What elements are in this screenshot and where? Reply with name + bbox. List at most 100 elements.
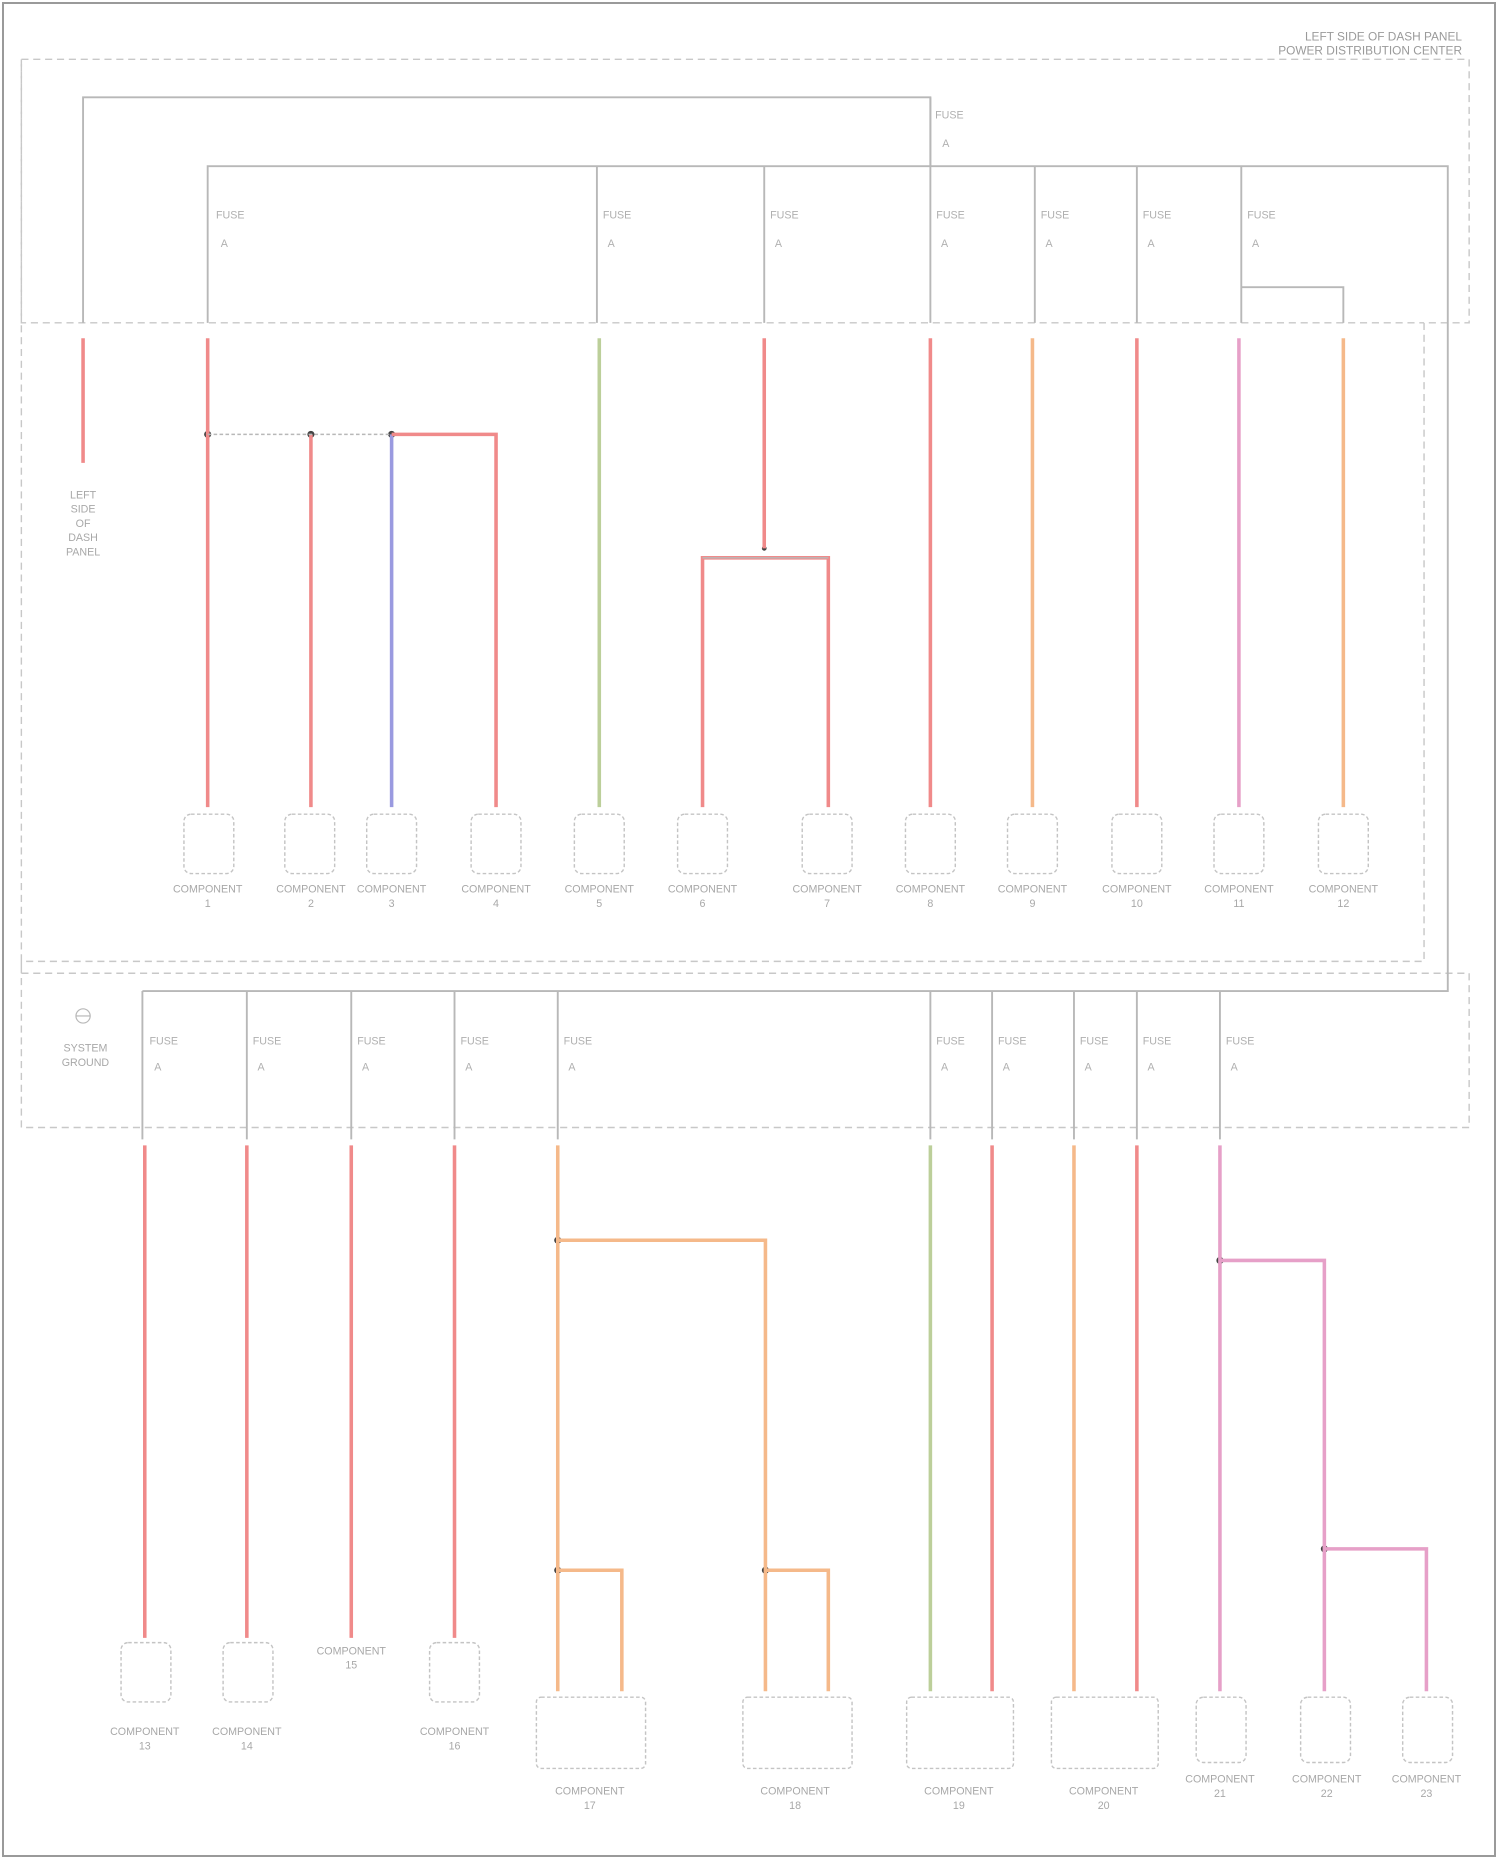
svg-text:18: 18	[789, 1800, 801, 1812]
svg-text:FUSE: FUSE	[564, 1035, 592, 1047]
svg-text:A: A	[465, 1062, 473, 1074]
bottom-wires	[142, 1145, 1429, 1692]
svg-text:FUSE: FUSE	[1080, 1035, 1108, 1047]
svg-text:COMPONENT: COMPONENT	[565, 884, 635, 896]
svg-text:A: A	[221, 238, 229, 250]
svg-text:COMPONENT: COMPONENT	[1392, 1774, 1462, 1786]
svg-text:17: 17	[584, 1800, 596, 1812]
svg-text:COMPONENT: COMPONENT	[110, 1726, 180, 1738]
svg-text:2: 2	[308, 898, 314, 910]
svg-text:10: 10	[1131, 898, 1143, 910]
svg-text:4: 4	[493, 898, 499, 910]
svg-text:A: A	[941, 1062, 949, 1074]
svg-text:COMPONENT: COMPONENT	[357, 884, 427, 896]
svg-text:FUSE: FUSE	[216, 209, 244, 221]
svg-text:11: 11	[1233, 898, 1244, 910]
svg-text:COMPONENT: COMPONENT	[1069, 1786, 1139, 1798]
svg-text:COMPONENT: COMPONENT	[420, 1726, 490, 1738]
svg-text:5: 5	[596, 898, 602, 910]
svg-text:COMPONENT: COMPONENT	[212, 1726, 282, 1738]
svg-text:COMPONENT: COMPONENT	[555, 1786, 625, 1798]
svg-text:FUSE: FUSE	[935, 110, 963, 122]
svg-text:A: A	[775, 238, 783, 250]
svg-text:FUSE: FUSE	[253, 1035, 281, 1047]
svg-text:COMPONENT: COMPONENT	[1185, 1774, 1255, 1786]
svg-text:A: A	[154, 1062, 162, 1074]
svg-text:SYSTEM: SYSTEM	[63, 1043, 107, 1055]
svg-text:12: 12	[1337, 898, 1349, 910]
svg-text:COMPONENT: COMPONENT	[760, 1786, 830, 1798]
top-fuse-labels: FUSE A FUSE A FUSE A FUSE A FUSE A FUSE A FUS…	[216, 110, 1276, 250]
svg-text:23: 23	[1420, 1788, 1432, 1800]
svg-text:A: A	[1252, 238, 1260, 250]
svg-text:A: A	[1231, 1062, 1239, 1074]
svg-text:COMPONENT: COMPONENT	[792, 884, 862, 896]
svg-text:OF: OF	[76, 518, 91, 530]
svg-text:GROUND: GROUND	[62, 1057, 110, 1069]
svg-text:FUSE: FUSE	[936, 209, 964, 221]
svg-text:6: 6	[700, 898, 706, 910]
svg-text:COMPONENT: COMPONENT	[173, 884, 243, 896]
svg-text:FUSE: FUSE	[460, 1035, 488, 1047]
svg-text:3: 3	[389, 898, 395, 910]
svg-text:A: A	[362, 1062, 370, 1074]
svg-text:COMPONENT: COMPONENT	[461, 884, 531, 896]
pdc-outline	[20, 58, 1470, 1129]
header-title-2: POWER DISTRIBUTION CENTER	[1278, 44, 1462, 58]
svg-text:COMPONENT: COMPONENT	[1204, 884, 1274, 896]
svg-text:1: 1	[205, 898, 211, 910]
svg-text:20: 20	[1098, 1800, 1110, 1812]
svg-text:FUSE: FUSE	[150, 1035, 178, 1047]
svg-text:A: A	[1148, 1062, 1156, 1074]
svg-text:COMPONENT: COMPONENT	[1102, 884, 1172, 896]
svg-text:16: 16	[449, 1740, 461, 1752]
svg-text:COMPONENT: COMPONENT	[1292, 1774, 1362, 1786]
bottom-fuse-labels: FUSE A FUSE A FUSE A FUSE A FUSE A FUSE A FUSE…	[150, 1035, 1255, 1073]
svg-text:A: A	[941, 238, 949, 250]
svg-text:A: A	[568, 1062, 576, 1074]
svg-text:COMPONENT: COMPONENT	[998, 884, 1068, 896]
svg-text:SIDE: SIDE	[71, 504, 96, 516]
svg-text:FUSE: FUSE	[770, 209, 798, 221]
svg-text:COMPONENT: COMPONENT	[317, 1645, 387, 1657]
header-title-1: LEFT SIDE OF DASH PANEL	[1305, 29, 1462, 43]
svg-text:FUSE: FUSE	[1041, 209, 1069, 221]
svg-text:9: 9	[1029, 898, 1035, 910]
svg-text:7: 7	[824, 898, 830, 910]
svg-text:A: A	[1003, 1062, 1011, 1074]
ground-icon	[75, 1008, 91, 1024]
svg-text:13: 13	[139, 1740, 151, 1752]
svg-text:PANEL: PANEL	[66, 546, 100, 558]
svg-text:A: A	[1085, 1062, 1093, 1074]
svg-text:A: A	[608, 238, 616, 250]
svg-text:22: 22	[1321, 1788, 1333, 1800]
top-components	[183, 813, 1369, 875]
svg-text:FUSE: FUSE	[1226, 1035, 1254, 1047]
svg-text:A: A	[258, 1062, 266, 1074]
bottom-components	[120, 1641, 1454, 1770]
svg-text:FUSE: FUSE	[357, 1035, 385, 1047]
svg-text:14: 14	[241, 1740, 253, 1752]
svg-text:FUSE: FUSE	[1143, 209, 1171, 221]
svg-text:A: A	[942, 138, 950, 150]
svg-text:19: 19	[953, 1800, 965, 1812]
top-bus	[82, 96, 1449, 1140]
svg-text:COMPONENT: COMPONENT	[668, 884, 738, 896]
svg-text:COMPONENT: COMPONENT	[276, 884, 346, 896]
svg-text:21: 21	[1214, 1788, 1226, 1800]
svg-text:DASH: DASH	[68, 532, 98, 544]
svg-text:FUSE: FUSE	[936, 1035, 964, 1047]
svg-text:COMPONENT: COMPONENT	[1309, 884, 1379, 896]
svg-text:FUSE: FUSE	[1247, 209, 1275, 221]
svg-text:15: 15	[345, 1660, 357, 1672]
svg-text:8: 8	[927, 898, 933, 910]
svg-text:FUSE: FUSE	[603, 209, 631, 221]
svg-text:COMPONENT: COMPONENT	[924, 1786, 994, 1798]
top-wires	[81, 338, 1346, 808]
svg-text:A: A	[1045, 238, 1053, 250]
svg-text:FUSE: FUSE	[1143, 1035, 1171, 1047]
bottom-component-labels: COMPONENT 13 COMPONENT 14 COMPONENT 15 COMP…	[110, 1645, 1461, 1811]
